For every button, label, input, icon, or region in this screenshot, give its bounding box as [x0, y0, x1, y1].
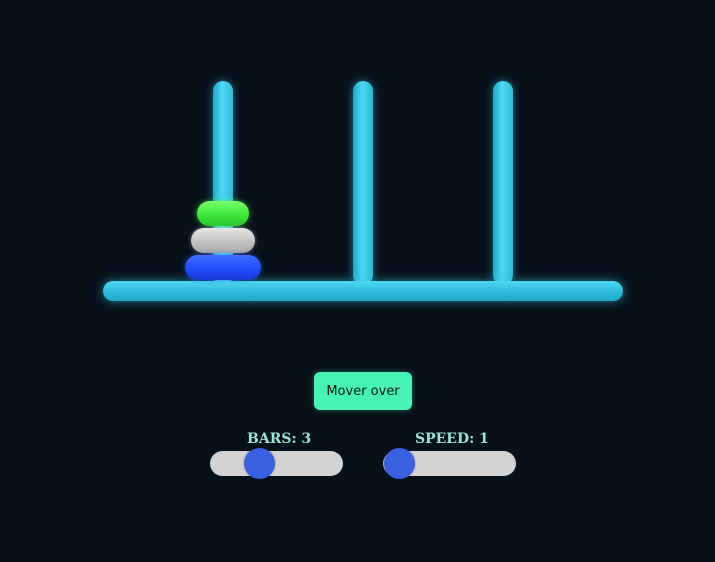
- rod-base: [103, 281, 623, 301]
- speed-label: SPEED: 1: [415, 431, 489, 447]
- disk-large[interactable]: [185, 255, 261, 280]
- rod-3[interactable]: [493, 81, 513, 285]
- disk-small[interactable]: [197, 201, 249, 226]
- bars-slider-thumb[interactable]: [244, 448, 275, 479]
- move-over-button[interactable]: Mover over: [314, 372, 412, 410]
- disk-medium[interactable]: [191, 228, 255, 253]
- bars-label: BARS: 3: [247, 431, 312, 447]
- rod-2[interactable]: [353, 81, 373, 285]
- speed-slider-thumb[interactable]: [384, 448, 415, 479]
- bars-slider[interactable]: [210, 451, 343, 476]
